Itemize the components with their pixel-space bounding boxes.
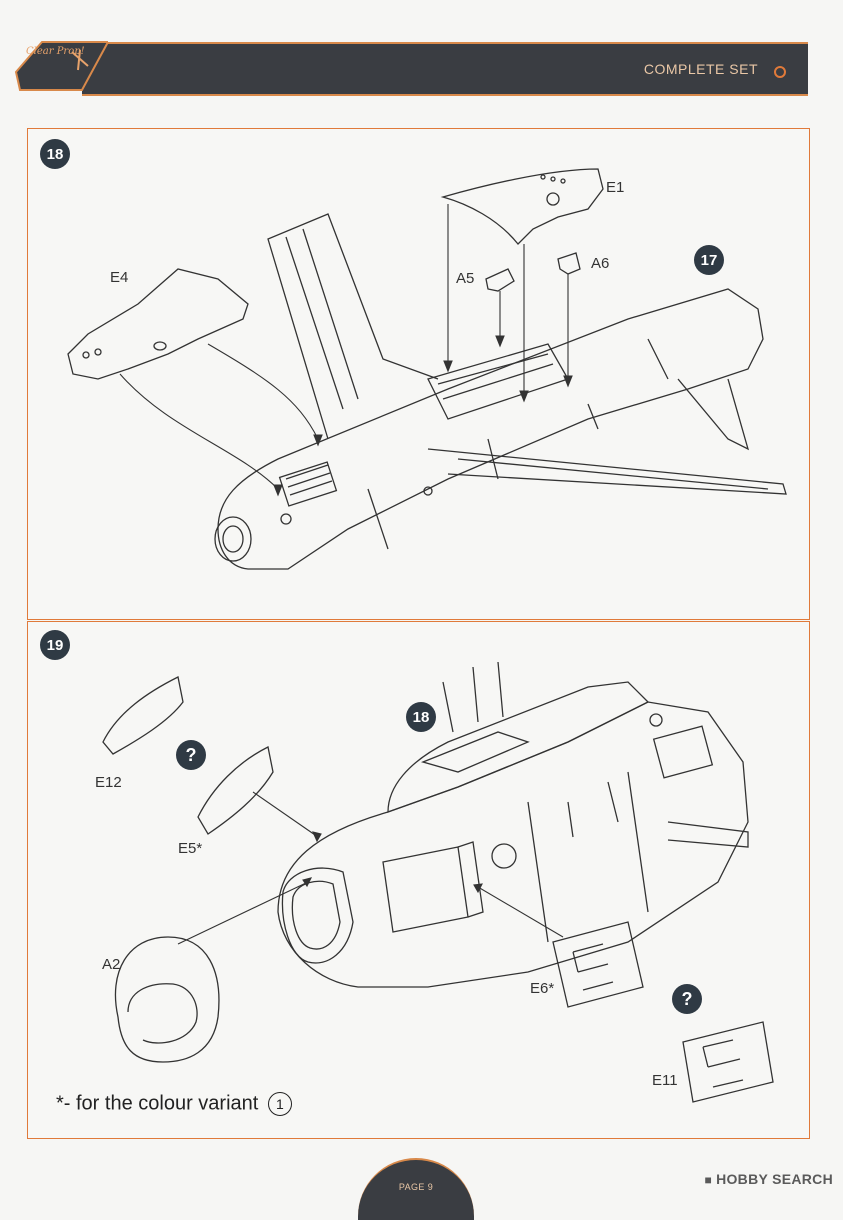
- colour-variant-footnote: *- for the colour variant 1: [56, 1092, 292, 1116]
- part-label-a6: A6: [591, 255, 610, 272]
- question-mark-icon: ?: [176, 740, 206, 770]
- hobby-search-logo-icon: ■: [704, 1173, 713, 1187]
- reference-step-badge: 18: [406, 702, 436, 732]
- step-18-drawing: [67, 168, 787, 570]
- step-18-panel: 18 17 E1 A5 A6 E4: [27, 128, 810, 620]
- variant-number-badge: 1: [267, 1092, 292, 1116]
- part-label-e5: E5*: [178, 840, 203, 857]
- header-dot-icon: [774, 66, 786, 78]
- step-19-panel: 19 18 ? ? E12 E5* A2 E6* E11 *- for the …: [27, 621, 810, 1139]
- page-number-tab: PAGE 9: [358, 1158, 474, 1220]
- part-label-e6: E6*: [530, 980, 555, 997]
- part-label-e11: E11: [652, 1072, 678, 1089]
- step-number-badge: 18: [40, 139, 70, 169]
- reference-step-badge: 17: [694, 245, 724, 275]
- brand-logo: Clear Prop!: [12, 36, 110, 96]
- step-19-drawing: [102, 661, 774, 1103]
- page-label: PAGE 9: [398, 1182, 434, 1192]
- logo-text: Clear Prop!: [26, 46, 85, 57]
- part-label-e1: E1: [606, 179, 625, 196]
- question-mark-icon: ?: [672, 984, 702, 1014]
- footnote-text: *- for the colour variant: [56, 1092, 259, 1115]
- part-label-a5: A5: [456, 270, 475, 287]
- header-title: COMPLETE SET: [643, 61, 758, 77]
- part-label-e12: E12: [95, 774, 122, 791]
- part-label-e4: E4: [110, 269, 129, 286]
- logo-shape: [14, 41, 110, 91]
- watermark: ■HOBBY SEARCH: [705, 1171, 833, 1187]
- watermark-text: HOBBY SEARCH: [716, 1171, 833, 1187]
- part-label-a2: A2: [102, 956, 121, 973]
- page-header: COMPLETE SET Clear Prop!: [12, 36, 810, 96]
- step-number-badge: 19: [40, 630, 70, 660]
- header-band: COMPLETE SET: [82, 42, 808, 96]
